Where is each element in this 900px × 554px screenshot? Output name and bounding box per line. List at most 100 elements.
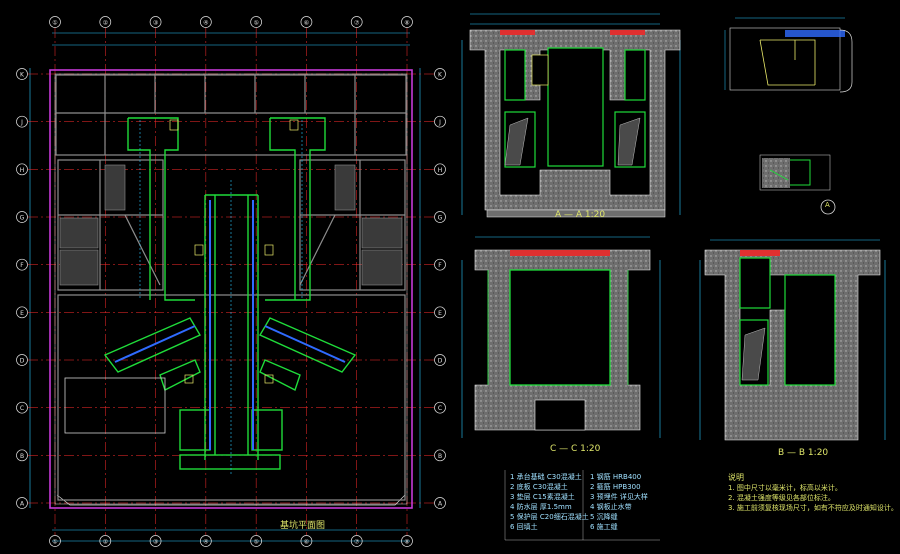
grid-bubble-top: ⑤: [250, 16, 262, 28]
grid-bubble-bottom: ⑦: [350, 535, 363, 547]
grid-label: ③: [153, 539, 158, 546]
grid-label: E: [438, 310, 442, 317]
grid-bubble-right: B: [434, 449, 446, 462]
grid-label: J: [438, 119, 441, 126]
grid-bubble-bottom: ⑧: [401, 535, 413, 547]
legend-item: 1 承台基础 C30混凝土: [510, 473, 582, 481]
grid-label: ②: [103, 539, 109, 546]
grid-label: D: [438, 358, 443, 365]
legend-item: 6 施工缝: [590, 523, 618, 531]
grid-bubble-top: ①: [49, 16, 61, 28]
grid-label: ⑦: [354, 20, 360, 27]
grid-bubble-left: E: [16, 306, 28, 319]
legend-item: 2 底板 C30混凝土: [510, 483, 568, 491]
detail-caption: A: [825, 201, 830, 209]
grid-label: F: [20, 262, 24, 269]
legend-item: 3 垫层 C15素混凝土: [510, 493, 575, 501]
grid-bubble-left: C: [16, 401, 28, 414]
grid-label: ②: [103, 20, 109, 27]
grid-bubble-left: F: [16, 258, 28, 271]
grid-bubble-top: ③: [149, 16, 162, 28]
grid-bubble-top: ②: [99, 16, 112, 28]
note-line: 3. 施工前须复核现场尺寸，如有不符应及时通知设计。: [728, 504, 898, 512]
legend-item: 5 沉降缝: [590, 513, 618, 521]
grid-bubble-right: E: [434, 306, 446, 319]
grid-label: C: [20, 405, 24, 412]
notes: 说明 1. 图中尺寸以毫米计，标高以米计。 2. 混凝土强度等级见各部位标注。 …: [728, 472, 898, 513]
legend-item: 5 保护层 C20细石混凝土: [510, 513, 589, 521]
section-a-caption: A — A 1:20: [555, 210, 606, 220]
grid-bubble-left: H: [16, 163, 28, 176]
grid-bubble-top: ⑥: [300, 16, 313, 28]
grid-label: A: [20, 501, 25, 508]
legend-left: 1 承台基础 C30混凝土 2 底板 C30混凝土 3 垫层 C15素混凝土 4…: [510, 472, 589, 532]
grid-bubble-left: J: [16, 115, 28, 128]
grid-label: ⑦: [354, 539, 360, 546]
grid-bubble-left: D: [16, 354, 28, 366]
grid-label: C: [438, 405, 442, 412]
grid-label: ④: [203, 539, 208, 546]
plan-grid-right: K J H G F E D C B A: [434, 68, 446, 509]
section-b-b: [699, 239, 886, 441]
grid-label: K: [20, 72, 25, 79]
grid-label: ⑧: [404, 539, 409, 546]
grid-bubble-left: B: [16, 449, 28, 462]
grid-label: ③: [153, 20, 158, 27]
legend-lines: [504, 470, 660, 541]
grid-bubble-bottom: ⑥: [300, 535, 313, 547]
grid-bubble-left: G: [16, 211, 28, 223]
legend-item: 4 防水层 厚1.5mm: [510, 503, 572, 511]
grid-bubble-right: C: [434, 401, 446, 414]
legend-item: 6 回填土: [510, 523, 538, 531]
grid-bubble-bottom: ③: [149, 535, 162, 547]
grid-bubble-bottom: ④: [200, 535, 212, 547]
grid-label: ①: [52, 20, 57, 27]
plan-title: 基坑平面图: [280, 521, 326, 531]
plan-grid-top: ① ② ③ ④ ⑤ ⑥ ⑦ ⑧: [49, 16, 413, 28]
grid-label: ⑧: [404, 20, 409, 27]
grid-label: F: [438, 262, 442, 269]
grid-label: ④: [203, 20, 208, 27]
plan-view: ① ② ③ ④ ⑤ ⑥ ⑦ ⑧ ① ② ③ ④ ⑤ ⑥ ⑦ ⑧ K J H G F E D C B A K J H G F E D C B A: [16, 16, 446, 547]
note-line: 1. 图中尺寸以毫米计，标高以米计。: [728, 484, 842, 492]
grid-bubble-right: J: [434, 115, 446, 128]
plan-grid-bottom: ① ② ③ ④ ⑤ ⑥ ⑦ ⑧: [49, 535, 413, 547]
grid-bubble-right: F: [434, 258, 446, 271]
grid-bubble-top: ⑧: [401, 16, 413, 28]
grid-label: ①: [52, 539, 57, 546]
notes-title: 说明: [728, 473, 744, 482]
detail-top: [724, 17, 853, 215]
grid-bubble-right: H: [434, 163, 446, 176]
grid-label: K: [438, 72, 443, 79]
legend-right: 1 钢筋 HRB400 2 箍筋 HPB300 3 预埋件 详见大样 4 钢板止…: [590, 472, 648, 532]
grid-label: B: [20, 453, 24, 460]
grid-label: B: [438, 453, 442, 460]
grid-bubble-right: K: [434, 68, 446, 80]
grid-label: H: [20, 167, 25, 174]
grid-label: G: [438, 215, 443, 222]
grid-bubble-right: D: [434, 354, 446, 366]
section-c-c: [461, 236, 661, 438]
legend-item: 4 钢板止水带: [590, 503, 632, 511]
grid-bubble-left: K: [16, 68, 28, 80]
legend-item: 2 箍筋 HPB300: [590, 483, 641, 491]
section-a-a: [461, 13, 681, 218]
legend-item: 1 钢筋 HRB400: [590, 473, 642, 481]
grid-bubble-right: G: [434, 211, 446, 223]
grid-bubble-right: A: [434, 497, 446, 509]
grid-label: E: [20, 310, 24, 317]
grid-label: ⑤: [253, 20, 258, 27]
grid-label: D: [20, 358, 25, 365]
note-line: 2. 混凝土强度等级见各部位标注。: [728, 494, 835, 502]
grid-label: ⑥: [304, 539, 309, 546]
grid-bubble-left: A: [16, 497, 28, 509]
section-b-caption: B — B 1:20: [778, 448, 829, 458]
grid-label: H: [438, 167, 443, 174]
grid-label: J: [20, 119, 23, 126]
grid-bubble-top: ⑦: [350, 16, 363, 28]
grid-bubble-top: ④: [200, 16, 212, 28]
grid-bubble-bottom: ⑤: [250, 535, 262, 547]
grid-label: A: [438, 501, 443, 508]
legend-item: 3 预埋件 详见大样: [590, 493, 648, 501]
